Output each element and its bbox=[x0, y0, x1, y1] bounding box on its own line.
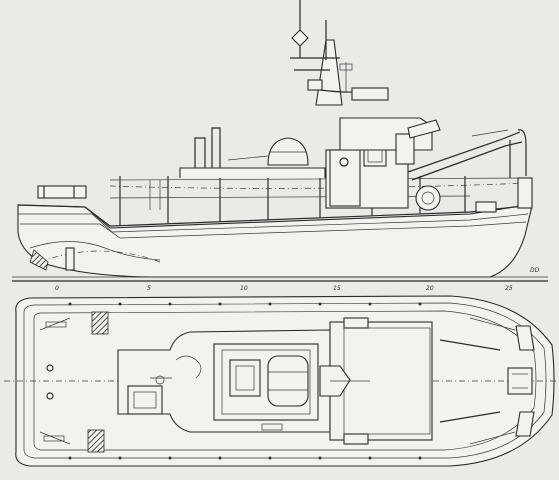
bollard bbox=[46, 392, 54, 400]
scale-tick-25: 25 bbox=[505, 285, 513, 292]
scale-tick-5: 5 bbox=[147, 285, 151, 292]
skylight-dome bbox=[267, 355, 309, 407]
side-elevation bbox=[12, 0, 548, 282]
deckhouse-roof bbox=[179, 167, 326, 178]
bridge-window bbox=[395, 133, 415, 165]
scale-tick-0: 0 bbox=[55, 285, 59, 292]
scale-end-label: DD bbox=[530, 267, 540, 274]
radar-antenna bbox=[351, 87, 389, 101]
skeg bbox=[65, 247, 75, 271]
aft-fender-stbd bbox=[87, 429, 105, 453]
scale-tick-15: 15 bbox=[333, 285, 341, 292]
scale-tick-20: 20 bbox=[426, 285, 434, 292]
winch-drum bbox=[415, 185, 441, 211]
frame-scale: 0 5 10 15 20 25 DD bbox=[55, 267, 540, 292]
aft-fender-port bbox=[91, 311, 109, 335]
aft-bitt bbox=[37, 185, 87, 199]
hatch-cover bbox=[127, 385, 163, 415]
towing-arm bbox=[407, 131, 521, 173]
scale-tick-10: 10 bbox=[240, 285, 248, 292]
plan-view bbox=[4, 295, 556, 467]
bow-fender bbox=[517, 177, 533, 209]
deck-rivets bbox=[68, 302, 422, 460]
mast bbox=[290, 0, 389, 106]
bollard bbox=[46, 364, 54, 372]
hull-side bbox=[17, 204, 533, 278]
porthole bbox=[339, 157, 349, 167]
skylight-left bbox=[229, 359, 261, 397]
mast-light bbox=[291, 29, 309, 47]
radar-dome bbox=[267, 137, 309, 166]
bow-bitt bbox=[507, 367, 533, 395]
